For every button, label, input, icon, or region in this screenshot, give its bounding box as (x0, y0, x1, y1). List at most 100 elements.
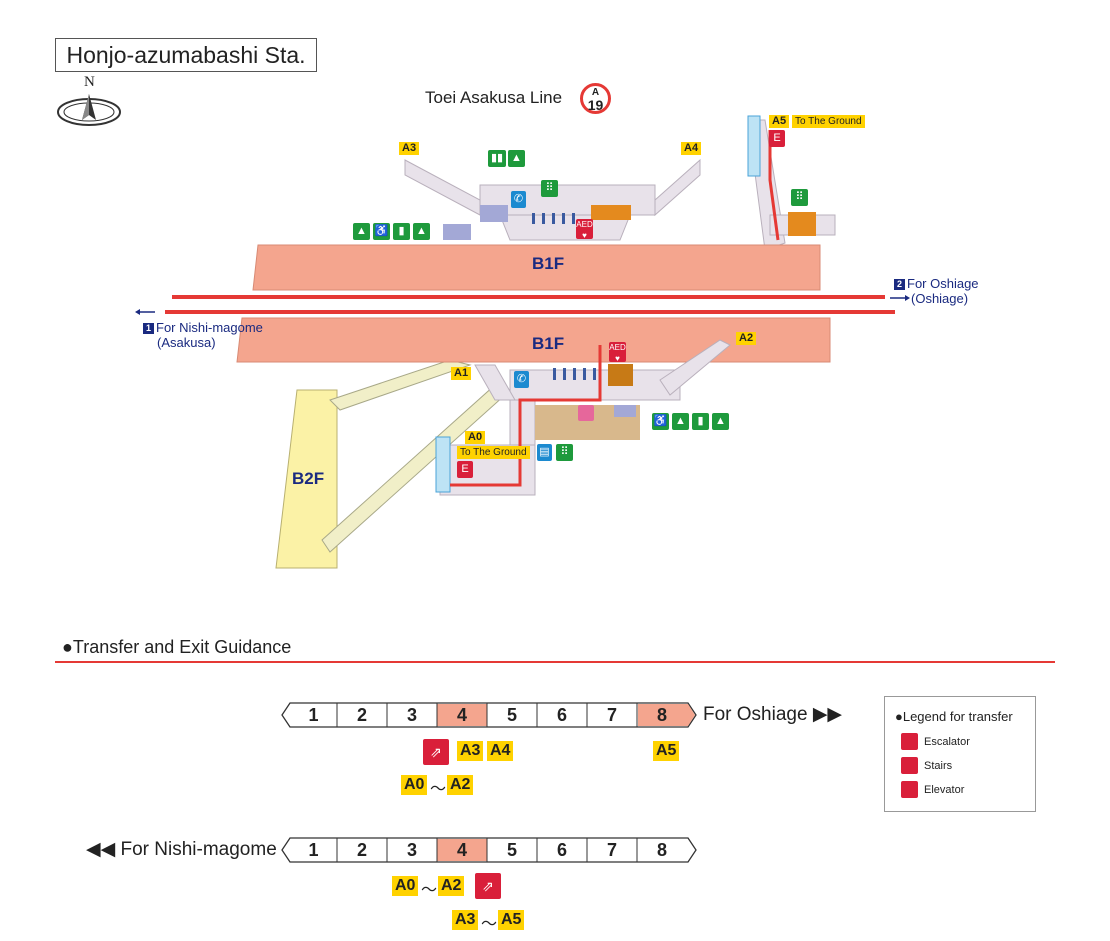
train-oshiage-outline (281, 702, 697, 728)
legend-item-stairs: Stairs (901, 757, 952, 774)
baby-changing-icon-upper: ▲ (413, 223, 430, 240)
oshiage-car-5: 5 (506, 704, 517, 725)
oshiage-car4-exit-a3: A3 (457, 741, 484, 761)
line-name: Toei Asakusa Line (425, 88, 563, 107)
exit-a0-label: A0 (465, 431, 486, 444)
station-title: Honjo-azumabashi Sta. (55, 38, 317, 72)
nishimagome-car-3: 3 (406, 839, 417, 860)
direction-nishimagome-text: For Nishi-magome (156, 320, 263, 335)
nishimagome-car4-range2-to: A5 (498, 910, 525, 930)
oshiage-car-7: 7 (606, 704, 617, 725)
oshiage-car-6: 6 (556, 704, 567, 725)
b2f-platform (275, 389, 338, 569)
nishimagome-car4-range1-tilde: ～ (421, 882, 438, 899)
compass-icon (57, 94, 121, 126)
legend-escalator-label: Escalator (924, 735, 970, 748)
to-ground-a5-label: To The Ground (792, 115, 865, 128)
route-a0 (450, 345, 602, 487)
guidance-section-title: ●Transfer and Exit Guidance (62, 637, 292, 657)
a5-escalator (747, 115, 761, 177)
lost-and-found-icon (578, 405, 594, 421)
lower-shops-area (535, 405, 640, 440)
nishimagome-car-6: 6 (556, 839, 567, 860)
legend-item-escalator: Escalator (901, 733, 970, 750)
exit-a4-label: A4 (681, 142, 702, 155)
train-nishimagome-outline (281, 837, 697, 863)
nishimagome-car4-range2-tilde: ～ (481, 916, 498, 933)
oshiage-car4-range-tilde: ～ (430, 781, 447, 798)
ticket-gate-area-upper (480, 205, 508, 222)
line-number-badge: A 19 (580, 83, 611, 114)
oshiage-car4-range-from: A0 (401, 775, 428, 795)
exit-a2-label: A2 (736, 332, 757, 345)
nishimagome-direction-label: ◀◀ For Nishi-magome (86, 839, 277, 860)
escalator-icon (901, 733, 918, 750)
ticket-gates-upper (532, 213, 575, 224)
stairs-icon (901, 757, 918, 774)
exit-a5-label: A5 (769, 115, 790, 128)
nishimagome-car-7: 7 (606, 839, 617, 860)
oshiage-car-1: 1 (308, 704, 319, 725)
b1f-upper-platform (252, 244, 821, 291)
legend-title: ●Legend for transfer (895, 709, 1013, 724)
nishimagome-car-4: 4 (456, 839, 467, 860)
stairs-icon-oshiage-car4: ⇗ (423, 739, 449, 765)
elevator-icon-a5: E (769, 130, 785, 147)
north-label: N (84, 74, 95, 90)
braille-map-icon-a5: ⠿ (791, 189, 808, 206)
stairs-icon-nishimagome-car4: ⇗ (475, 873, 501, 899)
legend-elevator-label: Elevator (924, 783, 965, 796)
nishimagome-car4-range1-to: A2 (438, 876, 465, 896)
elevator-icon-a0: E (457, 461, 473, 478)
oshiage-car-8: 8 (656, 704, 667, 725)
direction-oshiage-number: 2 (894, 279, 905, 290)
station-map (135, 115, 910, 569)
oshiage-car4-range-to: A2 (447, 775, 474, 795)
phone-icon-upper: ✆ (511, 191, 526, 208)
aed-icon-upper: AED♥ (576, 219, 593, 240)
arrow-oshiage-head (905, 295, 910, 301)
exit-a1-label: A1 (451, 367, 472, 380)
nishimagome-car4-range2-from: A3 (452, 910, 479, 930)
toilet-icon: ▮▮ (488, 150, 506, 167)
aed-text-lower: AED (609, 343, 626, 352)
direction-nishimagome-sub: (Asakusa) (157, 335, 216, 350)
oshiage-car-2: 2 (356, 704, 367, 725)
toilet-male-female-icon: ▲ (353, 223, 370, 240)
oshiage-direction-label: For Oshiage ▶▶ (703, 704, 843, 725)
floor-label-b1f-lower: B1F (532, 334, 565, 353)
elevator-icon (901, 781, 918, 798)
direction-oshiage-sub: (Oshiage) (911, 291, 969, 306)
legend-box: ●Legend for transfer Escalator Stairs El… (884, 696, 1036, 812)
wheelchair-icon-lower: ♿ (652, 413, 669, 430)
legend-item-elevator: Elevator (901, 781, 964, 798)
oshiage-car4-exit-a4: A4 (487, 741, 514, 761)
floor-label-b2f: B2F (292, 469, 325, 488)
exit-a3-label: A3 (399, 142, 420, 155)
aed-text-upper: AED (576, 220, 593, 229)
a0-escalator (435, 436, 451, 493)
line-letter: A (591, 87, 600, 98)
oshiage-car-3: 3 (406, 704, 417, 725)
section-divider (55, 661, 1055, 663)
nishimagome-car-8: 8 (656, 839, 667, 860)
nishimagome-car-2: 2 (356, 839, 367, 860)
facility-block-upper (443, 224, 471, 240)
nishimagome-car4-range1-from: A0 (392, 876, 419, 896)
nishimagome-car-5: 5 (506, 839, 517, 860)
floor-label-b1f-upper: B1F (532, 254, 565, 273)
oshiage-car-4: 4 (456, 704, 467, 725)
arrow-nishimagome-head (135, 309, 140, 315)
oshiage-car8-exit-a5: A5 (653, 741, 680, 761)
aed-icon-lower: AED♥ (609, 342, 626, 363)
facility-block-lower (614, 405, 636, 417)
direction-nishimagome-number: 1 (143, 323, 154, 334)
nishimagome-car-1: 1 (308, 839, 319, 860)
station-office-upper (591, 205, 631, 220)
station-office-lower (608, 364, 633, 386)
toilet-male-female-icon-lower: ▲ (672, 413, 689, 430)
baby-changing-icon-lower: ▲ (712, 413, 729, 430)
braille-map-icon: ⠿ (541, 180, 558, 197)
